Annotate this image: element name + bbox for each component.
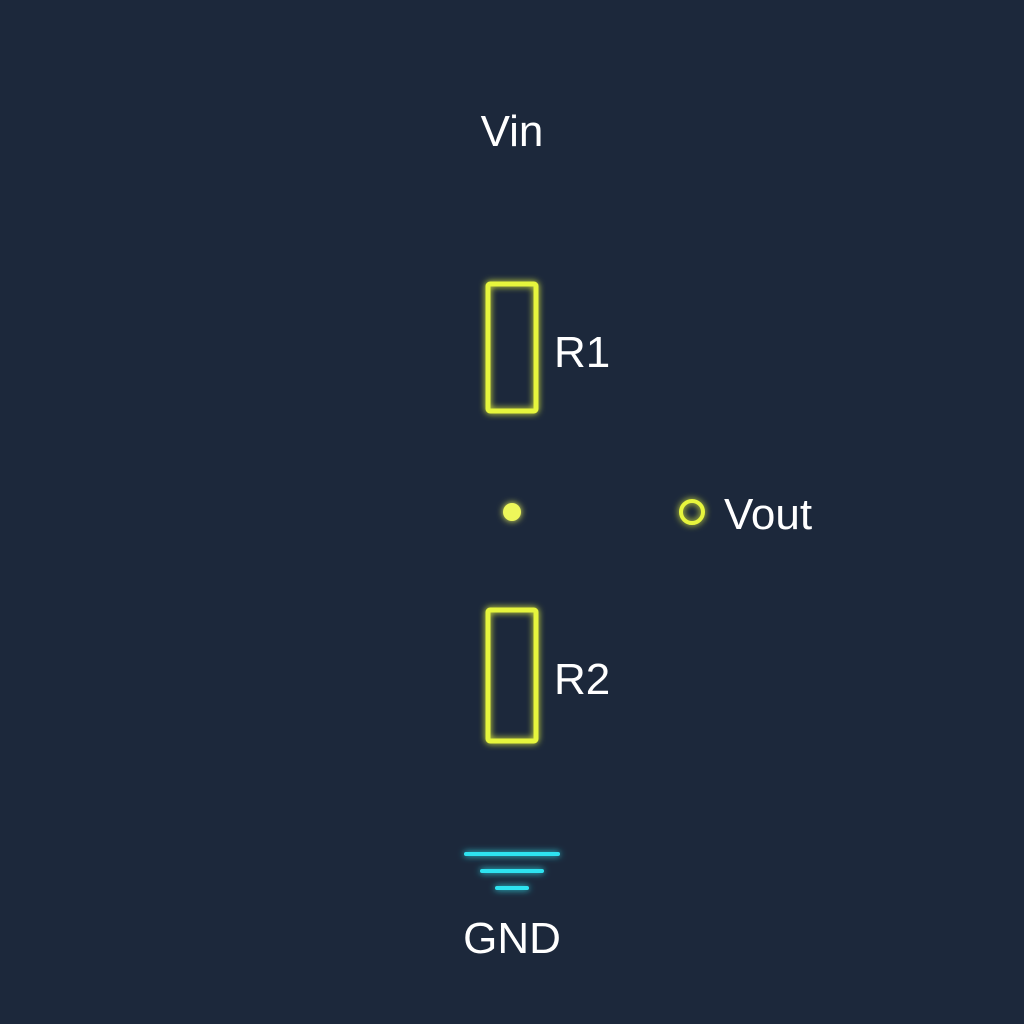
ground-symbol-icon [464, 852, 560, 890]
vin-label: Vin [481, 107, 544, 156]
r2-resistor [485, 607, 539, 744]
vout-label: Vout [724, 490, 812, 539]
vout-terminal[interactable] [679, 499, 705, 525]
r1-resistor [485, 281, 539, 414]
r1-label: R1 [554, 328, 610, 377]
gnd-label: GND [463, 914, 561, 963]
junction-node [503, 503, 521, 521]
r2-label: R2 [554, 655, 610, 704]
